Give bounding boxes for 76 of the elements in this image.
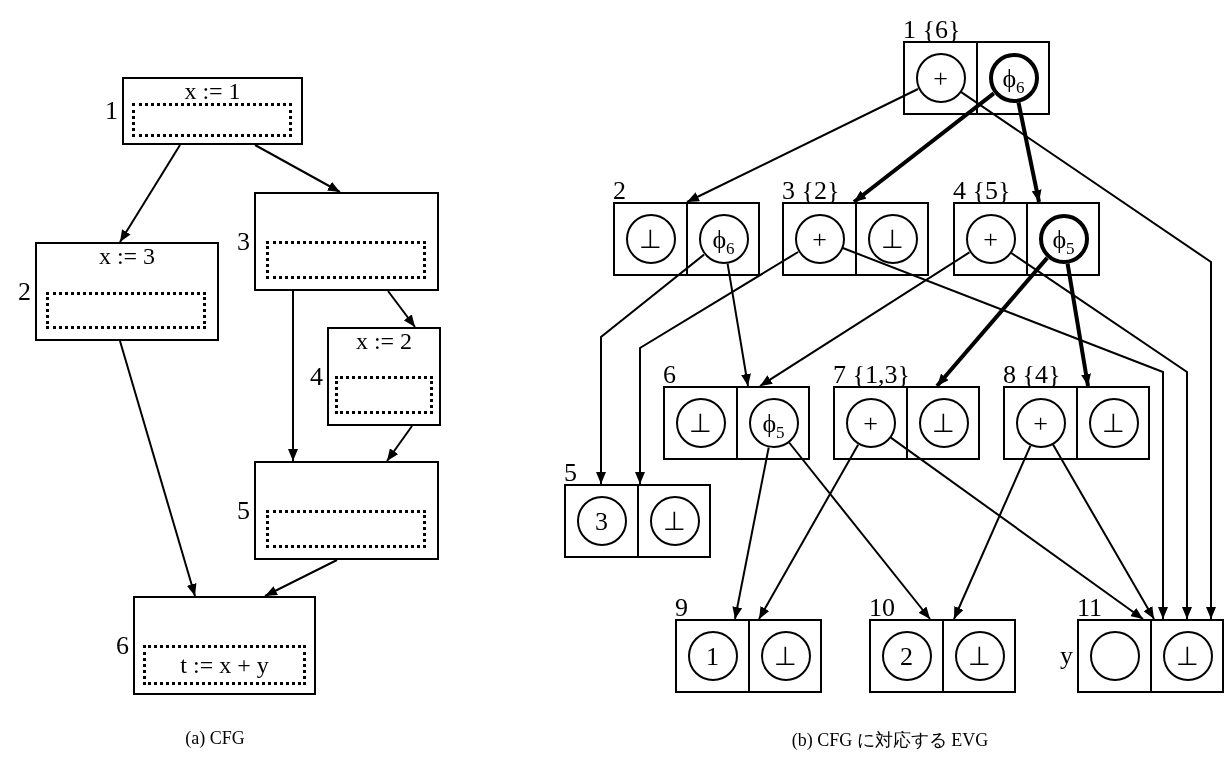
node-header: 4 {5} (953, 178, 1011, 204)
arrow (1010, 252, 1192, 620)
arrow (953, 444, 1032, 620)
variable-label: y (1060, 643, 1073, 669)
value-circle: ϕ$_{5}$ (1038, 214, 1089, 264)
arrow (758, 443, 860, 620)
arrow (596, 253, 705, 485)
block-number: 2 (18, 278, 31, 305)
arrow (387, 290, 416, 328)
node-header: 9 (675, 595, 688, 621)
node-header: 7 {1,3} (833, 362, 910, 388)
arrow (254, 144, 341, 193)
block-number: 1 (105, 98, 118, 124)
block-number: 6 (116, 632, 129, 659)
arrow (1052, 443, 1155, 620)
value-circle: ⊥ (1088, 398, 1139, 448)
value-circle: + (965, 214, 1016, 264)
caption: (b) CFG に対応する EVG (791, 729, 989, 752)
value-circle: ⊥ (760, 631, 811, 681)
value-circle: + (915, 53, 966, 103)
value-circle: + (845, 398, 896, 448)
dotted-box (132, 103, 292, 137)
arrow (1016, 102, 1042, 203)
arrow (264, 559, 338, 597)
value-circle: ⊥ (675, 398, 726, 448)
value-circle: ⊥ (867, 214, 918, 264)
arrow (935, 256, 1049, 388)
value-circle: ⊥ (649, 496, 700, 546)
node-header: 2 (613, 178, 626, 204)
caption: (a) CFG (185, 728, 245, 749)
value-circle: ⊥ (1162, 631, 1213, 681)
value-circle: 2 (881, 631, 932, 681)
arrow (119, 340, 197, 597)
value-circle: + (1015, 398, 1066, 448)
value-circle: ⊥ (625, 214, 676, 264)
dotted-box (266, 510, 426, 548)
statement-text: x := 2 (354, 329, 414, 353)
arrow (635, 251, 800, 485)
value-circle: ⊥ (918, 398, 969, 448)
value-circle: ⊥ (954, 631, 1005, 681)
arrow (119, 144, 181, 243)
value-circle: ϕ$_{6}$ (988, 53, 1039, 103)
arrow (288, 290, 298, 462)
node-header: 8 {4} (1003, 362, 1061, 388)
arrow (788, 441, 931, 620)
value-circle: ϕ$_{6}$ (698, 214, 749, 264)
arrow (1065, 263, 1091, 387)
arrow (759, 251, 971, 387)
arrow (852, 91, 996, 204)
dotted-box (46, 292, 206, 329)
dotted-box (266, 241, 426, 279)
dotted-box: t := x + y (143, 645, 306, 685)
statement-text: x := 1 (183, 79, 242, 103)
block-number: 5 (237, 497, 250, 524)
value-circle: ϕ$_{5}$ (748, 398, 799, 448)
node-header: 10 (869, 595, 895, 621)
node-header: 11 (1077, 595, 1103, 621)
node-header: 3 {2} (782, 178, 840, 204)
arrow (686, 88, 919, 203)
value-circle: 1 (687, 631, 738, 681)
arrow (386, 425, 413, 462)
value-circle: 3 (576, 496, 627, 546)
node-header: 6 (663, 362, 676, 388)
arrow (889, 436, 1144, 620)
value-circle: + (794, 214, 845, 264)
value-circle (1089, 631, 1140, 681)
arrow (726, 262, 751, 387)
arrow (960, 91, 1216, 620)
arrow (732, 446, 770, 620)
block-number: 3 (237, 228, 250, 255)
dotted-box (335, 376, 433, 414)
statement-text: x := 3 (97, 244, 157, 268)
node-header: 5 (564, 460, 577, 486)
arrow (841, 247, 1168, 620)
block-number: 4 (310, 363, 323, 390)
node-header: 1 {6} (903, 17, 961, 43)
